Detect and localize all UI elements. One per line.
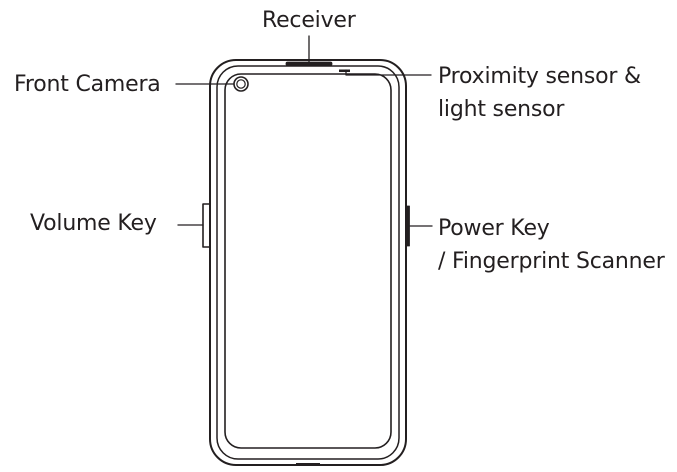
power-key-label-line2: / Fingerprint Scanner (438, 249, 665, 274)
proximity-sensor-label-line2: light sensor (438, 97, 565, 122)
front-camera-inner (236, 79, 246, 89)
phone-screen (224, 73, 392, 449)
volume-key-label: Volume Key (30, 211, 157, 236)
receiver-label: Receiver (262, 8, 356, 33)
proximity-sensor (339, 69, 350, 72)
phone-outer-frame (209, 59, 407, 466)
front-camera-outer (233, 76, 249, 92)
power-key (405, 205, 410, 247)
bottom-port (296, 463, 320, 465)
volume-key (202, 203, 211, 248)
front-camera-label: Front Camera (14, 72, 161, 97)
phone-inner-frame (216, 65, 400, 460)
proximity-sensor-label-line1: Proximity sensor & (438, 64, 641, 89)
power-key-label-line1: Power Key (438, 216, 550, 241)
leader-line-proximity (345, 69, 432, 76)
